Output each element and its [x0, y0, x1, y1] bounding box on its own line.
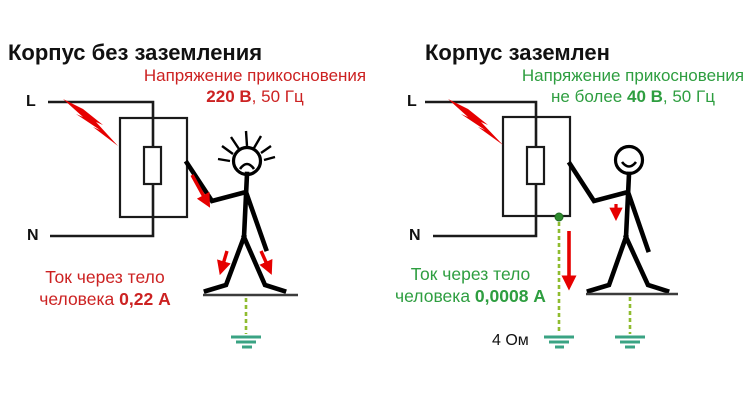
current-arrow-left-leg: [217, 250, 231, 276]
right-ground-symbol-icon: [615, 335, 645, 349]
right-current-line1: Ток через тело: [410, 264, 531, 284]
left-body-current-label: Ток через тело человека 0,22 А: [25, 266, 185, 310]
ground-connection-dot: [554, 212, 564, 222]
right-panel-title: Корпус заземлен: [425, 40, 610, 65]
shock-spikes-icon: [217, 130, 276, 163]
left-line-wire-label: L: [26, 93, 36, 110]
case-ground-symbol-icon: [544, 335, 574, 349]
left-lightning-bolt-icon: [63, 99, 118, 146]
left-device-case: [118, 116, 189, 219]
right-voltage-suffix: , 50 Гц: [662, 87, 715, 106]
person-safe-figure: [566, 144, 670, 294]
safe-head: [613, 144, 645, 176]
frown-mouth: [238, 162, 256, 170]
right-resistor: [525, 145, 546, 186]
left-current-value: 0,22 А: [119, 289, 171, 309]
left-current-prefix: человека: [39, 289, 120, 309]
left-circuit: [48, 99, 189, 238]
right-voltage-prefix: не более: [551, 87, 627, 106]
left-neutral-wire-label: N: [27, 227, 39, 244]
left-ground-symbol-icon: [231, 335, 261, 349]
person-shocked-figure: [183, 130, 287, 294]
current-arrow-arm: [190, 174, 211, 208]
left-touch-voltage-label: Напряжение прикосновения 220 В, 50 Гц: [140, 65, 370, 107]
ground-resistance-label: 4 Ом: [492, 332, 529, 349]
right-voltage-value: 40 В: [626, 87, 663, 106]
right-touch-voltage-label: Напряжение прикосновения не более 40 В, …: [518, 65, 748, 107]
left-circuit-wire: [48, 100, 155, 238]
right-lightning-bolt-icon: [448, 99, 503, 145]
right-body-current-label: Ток через тело человека 0,0008 А: [388, 263, 553, 307]
safe-body-limbs: [566, 160, 670, 294]
right-current-value: 0,0008 А: [474, 286, 546, 306]
current-arrow-right-leg: [259, 250, 273, 275]
right-ground: [586, 292, 678, 349]
right-neutral-wire-label: N: [409, 227, 421, 244]
left-resistor: [142, 145, 163, 186]
right-current-prefix: человека: [395, 286, 475, 306]
shocked-head: [231, 145, 263, 177]
left-voltage-value: 220 В: [206, 87, 252, 106]
right-circuit: [425, 99, 577, 349]
right-line-wire-label: L: [407, 93, 417, 110]
smile-mouth: [620, 161, 638, 168]
left-voltage-suffix: , 50 Гц: [251, 87, 304, 106]
shocked-body-limbs: [183, 159, 287, 294]
left-ground: [203, 293, 298, 349]
left-current-line1: Ток через тело: [45, 267, 165, 287]
right-voltage-line1: Напряжение прикосновения: [521, 66, 745, 85]
left-panel-title: Корпус без заземления: [8, 40, 263, 65]
left-voltage-line1: Напряжение прикосновения: [143, 66, 367, 85]
